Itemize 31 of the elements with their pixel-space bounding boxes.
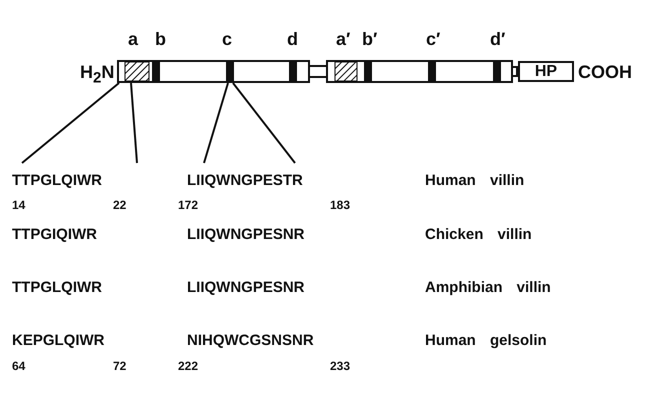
domain-letter: d <box>287 30 298 48</box>
species-name: Chicken villin <box>425 227 532 242</box>
residue-number: 222 <box>178 360 198 372</box>
residue-number: 64 <box>12 360 26 372</box>
sequence: NIHQWCGSNSNR <box>187 333 314 348</box>
species-name: Human villin <box>425 173 524 188</box>
domain-letter: a′ <box>336 30 350 48</box>
sequence: KEPGLQIWR <box>12 333 104 348</box>
domain-letter: d′ <box>490 30 506 48</box>
domain-letter: b′ <box>362 30 378 48</box>
domain-letter: c′ <box>426 30 440 48</box>
sequence: TTPGIQIWR <box>12 227 97 242</box>
domain-letter: c <box>222 30 232 48</box>
residue-number: 14 <box>12 199 26 211</box>
residue-number: 233 <box>330 360 350 372</box>
terminus-label: COOH <box>578 63 632 81</box>
residue-number: 72 <box>113 360 126 372</box>
species-name: Amphibian villin <box>425 280 551 295</box>
sequence: LIIQWNGPESNR <box>187 280 305 295</box>
sequence: LIIQWNGPESTR <box>187 173 303 188</box>
residue-number: 22 <box>113 199 126 211</box>
sequence: LIIQWNGPESNR <box>187 227 305 242</box>
domain-box: HP <box>518 61 574 82</box>
species-name: Human gelsolin <box>425 333 547 348</box>
residue-number: 183 <box>330 199 350 211</box>
domain-letter: b <box>155 30 166 48</box>
terminus-label: H$_{2}$N <box>80 63 114 86</box>
sequence: TTPGLQIWR <box>12 280 102 295</box>
sequence: TTPGLQIWR <box>12 173 102 188</box>
domain-letter: a <box>128 30 138 48</box>
residue-number: 172 <box>178 199 198 211</box>
